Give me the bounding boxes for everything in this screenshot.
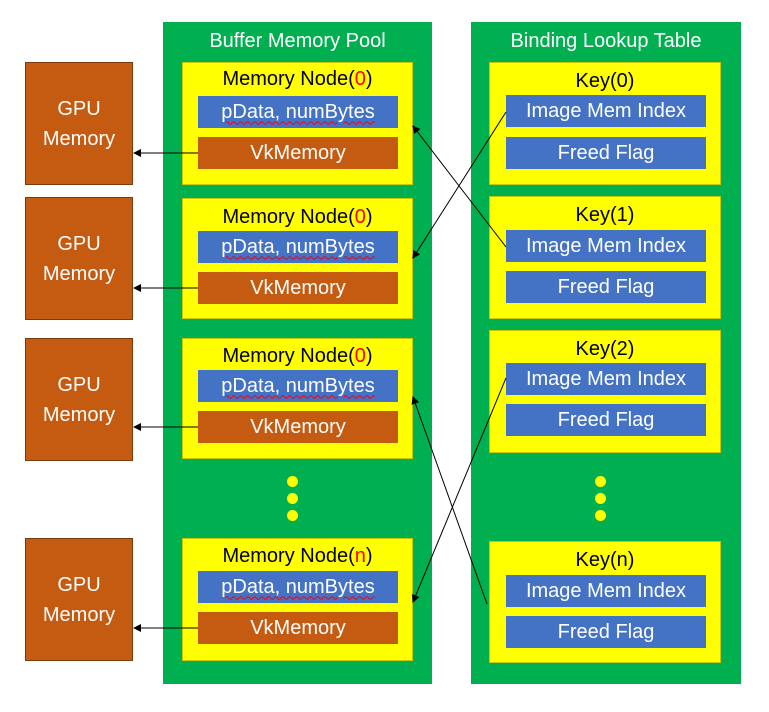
memory-node-title: Memory Node(0) (222, 68, 373, 90)
ellipsis-dot (287, 493, 298, 504)
pdata-numbytes-field: pData, numBytes (198, 370, 398, 402)
freed-flag-field: Freed Flag (506, 404, 706, 436)
gpu-memory-label-line2: Memory (42, 127, 116, 150)
memory-node-index: n (354, 545, 366, 567)
gpu-memory-label-line1: GPU (57, 573, 101, 596)
memory-node-title: Memory Node(0) (222, 345, 373, 367)
pdata-numbytes-field: pData, numBytes (198, 231, 398, 263)
vkmemory-field: VkMemory (198, 272, 398, 304)
ellipsis-dot (287, 510, 298, 521)
image-mem-index-field: Image Mem Index (506, 95, 706, 127)
key-label: Key(2) (575, 338, 635, 360)
image-mem-index-field: Image Mem Index (506, 230, 706, 262)
gpu-memory-label-line1: GPU (57, 97, 101, 120)
pdata-numbytes-field: pData, numBytes (198, 96, 398, 128)
gpu-memory-block: GPU Memory (25, 62, 133, 185)
image-mem-index-field: Image Mem Index (506, 363, 706, 395)
key-label: Key(n) (575, 549, 635, 571)
image-mem-index-field: Image Mem Index (506, 575, 706, 607)
freed-flag-field: Freed Flag (506, 137, 706, 169)
ellipsis-dot (287, 476, 298, 487)
vkmemory-field: VkMemory (198, 411, 398, 443)
memory-node-index: 0 (354, 206, 366, 228)
gpu-memory-label-line2: Memory (42, 403, 116, 426)
memory-node-index: 0 (354, 68, 366, 90)
gpu-memory-label-line2: Memory (42, 603, 116, 626)
gpu-memory-block: GPU Memory (25, 538, 133, 661)
gpu-memory-block: GPU Memory (25, 197, 133, 320)
ellipsis-dot (595, 510, 606, 521)
freed-flag-field: Freed Flag (506, 616, 706, 648)
key-label: Key(1) (575, 204, 635, 226)
vkmemory-field: VkMemory (198, 612, 398, 644)
pdata-numbytes-field: pData, numBytes (198, 571, 398, 603)
vkmemory-field: VkMemory (198, 137, 398, 169)
gpu-memory-label-line2: Memory (42, 262, 116, 285)
gpu-memory-label-line1: GPU (57, 373, 101, 396)
key-label: Key(0) (575, 70, 635, 92)
memory-node-index: 0 (354, 345, 366, 367)
ellipsis-dot (595, 493, 606, 504)
memory-node-title: Memory Node(n) (222, 545, 373, 567)
gpu-memory-block: GPU Memory (25, 338, 133, 461)
memory-node-title: Memory Node(0) (222, 206, 373, 228)
buffer-memory-pool-title: Buffer Memory Pool (209, 30, 386, 52)
freed-flag-field: Freed Flag (506, 271, 706, 303)
ellipsis-dot (595, 476, 606, 487)
gpu-memory-label-line1: GPU (57, 232, 101, 255)
binding-lookup-table-title: Binding Lookup Table (510, 30, 702, 52)
